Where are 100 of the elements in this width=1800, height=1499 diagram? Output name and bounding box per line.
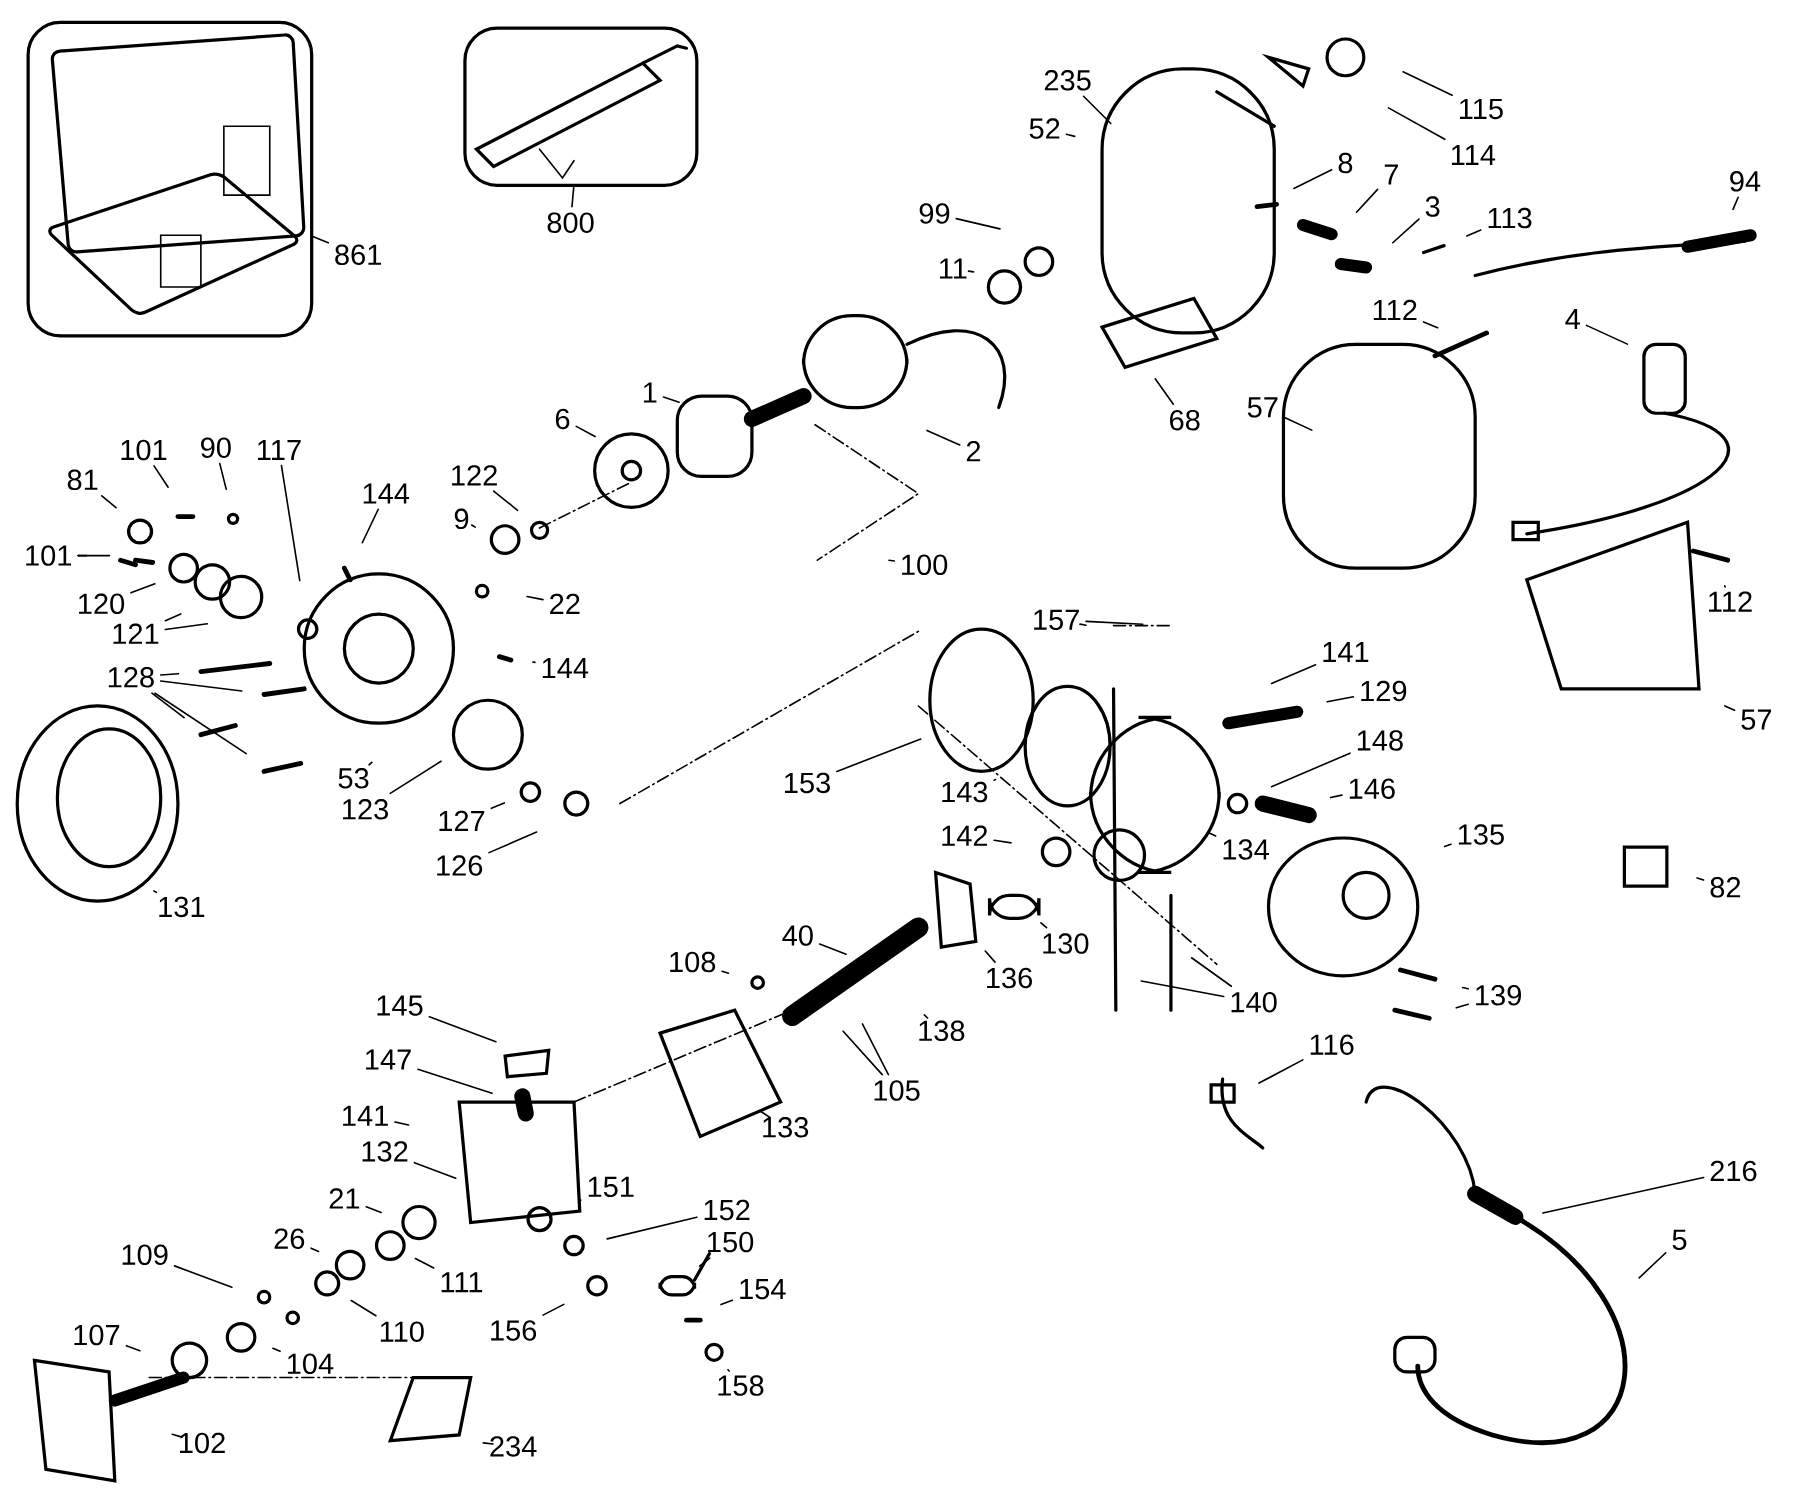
callout-number: 107 (74, 1324, 120, 1346)
leader-line (1270, 663, 1317, 685)
callout-number: 8 (1338, 152, 1353, 174)
callout-number: 151 (588, 1176, 634, 1197)
callout-number: 113 (1488, 207, 1532, 229)
callout-number: 2 (966, 440, 981, 462)
callout-number: 53 (338, 767, 369, 789)
leader-line (1326, 695, 1355, 703)
callout-number: 121 (113, 623, 159, 644)
leader-line (1329, 794, 1343, 799)
leader-line (470, 524, 477, 528)
callout-number: 57 (1247, 397, 1278, 418)
leader-line (575, 425, 596, 438)
leader-line (818, 943, 847, 955)
leader-line (1387, 106, 1446, 140)
leader-line (1724, 704, 1736, 711)
callout-number: 132 (362, 1141, 408, 1162)
leader-line (153, 465, 169, 488)
callout-number: 22 (550, 593, 580, 614)
callout-number: 116 (1310, 1034, 1354, 1055)
callout-number: 123 (343, 798, 388, 820)
callout-number: 142 (942, 825, 988, 846)
callout-number: 122 (452, 465, 497, 486)
callout-number: 141 (1323, 641, 1369, 662)
leader-line (888, 559, 896, 562)
leader-line (926, 429, 961, 446)
leader-line (173, 1264, 233, 1288)
callout-number: 800 (547, 212, 594, 233)
callout-number: 68 (1170, 409, 1200, 431)
leader-line (1402, 70, 1453, 96)
leader-line (490, 802, 506, 810)
callout-number: 1 (643, 382, 657, 403)
leader-line (1270, 752, 1351, 788)
leader-line (1466, 229, 1482, 237)
leader-line (1696, 877, 1705, 881)
leader-line (967, 270, 975, 273)
leader-line (1422, 321, 1439, 329)
callout-number: 81 (67, 469, 98, 490)
leader-line (993, 778, 997, 781)
leader-line (365, 1205, 382, 1214)
leader-line (312, 235, 330, 244)
callout-number: 57 (1741, 709, 1772, 730)
leader-line (482, 1441, 494, 1445)
leader-line (164, 622, 209, 631)
callout-number: 148 (1357, 730, 1403, 751)
leader-line (1258, 1058, 1304, 1084)
leader-line (1355, 188, 1379, 213)
callout-number: 100 (902, 554, 948, 575)
leader-line (153, 890, 158, 894)
callout-number: 112 (1373, 299, 1417, 320)
leader-line (993, 839, 1012, 844)
callout-number: 108 (670, 951, 716, 973)
callout-number: 147 (366, 1049, 411, 1070)
leader-line (1154, 377, 1175, 405)
callout-number: 94 (1730, 171, 1761, 192)
leader-line (414, 1257, 435, 1269)
callout-number: 145 (377, 995, 423, 1016)
leader-line (542, 1303, 565, 1316)
callout-number: 216 (1710, 1160, 1757, 1182)
leader-line (1065, 133, 1076, 138)
leader-line (842, 1030, 884, 1076)
callout-number: 129 (1361, 680, 1407, 702)
callout-number: 105 (874, 1080, 920, 1101)
callout-number: 128 (108, 666, 154, 688)
leader-line (125, 1344, 141, 1352)
leader-line (77, 554, 111, 557)
callout-number: 134 (1223, 839, 1269, 860)
leader-line (428, 1015, 497, 1043)
leader-line (1207, 831, 1217, 837)
leader-line (413, 1161, 457, 1179)
leader-line (1455, 1003, 1470, 1009)
leader-line (151, 692, 185, 719)
callout-number: 120 (79, 593, 125, 614)
callout-number: 9 (454, 508, 469, 529)
leader-line (1079, 623, 1087, 626)
leader-line (1293, 168, 1333, 190)
leader-line (720, 1299, 734, 1306)
leader-line (1140, 980, 1225, 998)
leader-line (1085, 620, 1144, 625)
callout-number: 131 (159, 896, 205, 918)
callout-number: 235 (1044, 70, 1091, 91)
leader-line (578, 1199, 582, 1202)
leader-line (836, 738, 922, 773)
callout-number: 82 (1710, 877, 1741, 898)
callout-number: 111 (441, 1272, 483, 1293)
leader-line (923, 1014, 929, 1019)
leader-line (280, 464, 301, 582)
callout-number: 150 (708, 1231, 754, 1253)
callout-number: 99 (919, 203, 950, 224)
callout-number: 152 (704, 1199, 750, 1221)
leader-line (1283, 416, 1313, 431)
leader-line (417, 1068, 493, 1094)
leader-line (488, 831, 538, 854)
callout-number: 5 (1672, 1229, 1687, 1250)
leader-line (389, 760, 442, 795)
callout-number: 139 (1476, 984, 1521, 1006)
leader-line (310, 1247, 320, 1253)
leader-line (492, 490, 519, 511)
leader-line (721, 970, 730, 974)
leader-line (164, 613, 182, 622)
